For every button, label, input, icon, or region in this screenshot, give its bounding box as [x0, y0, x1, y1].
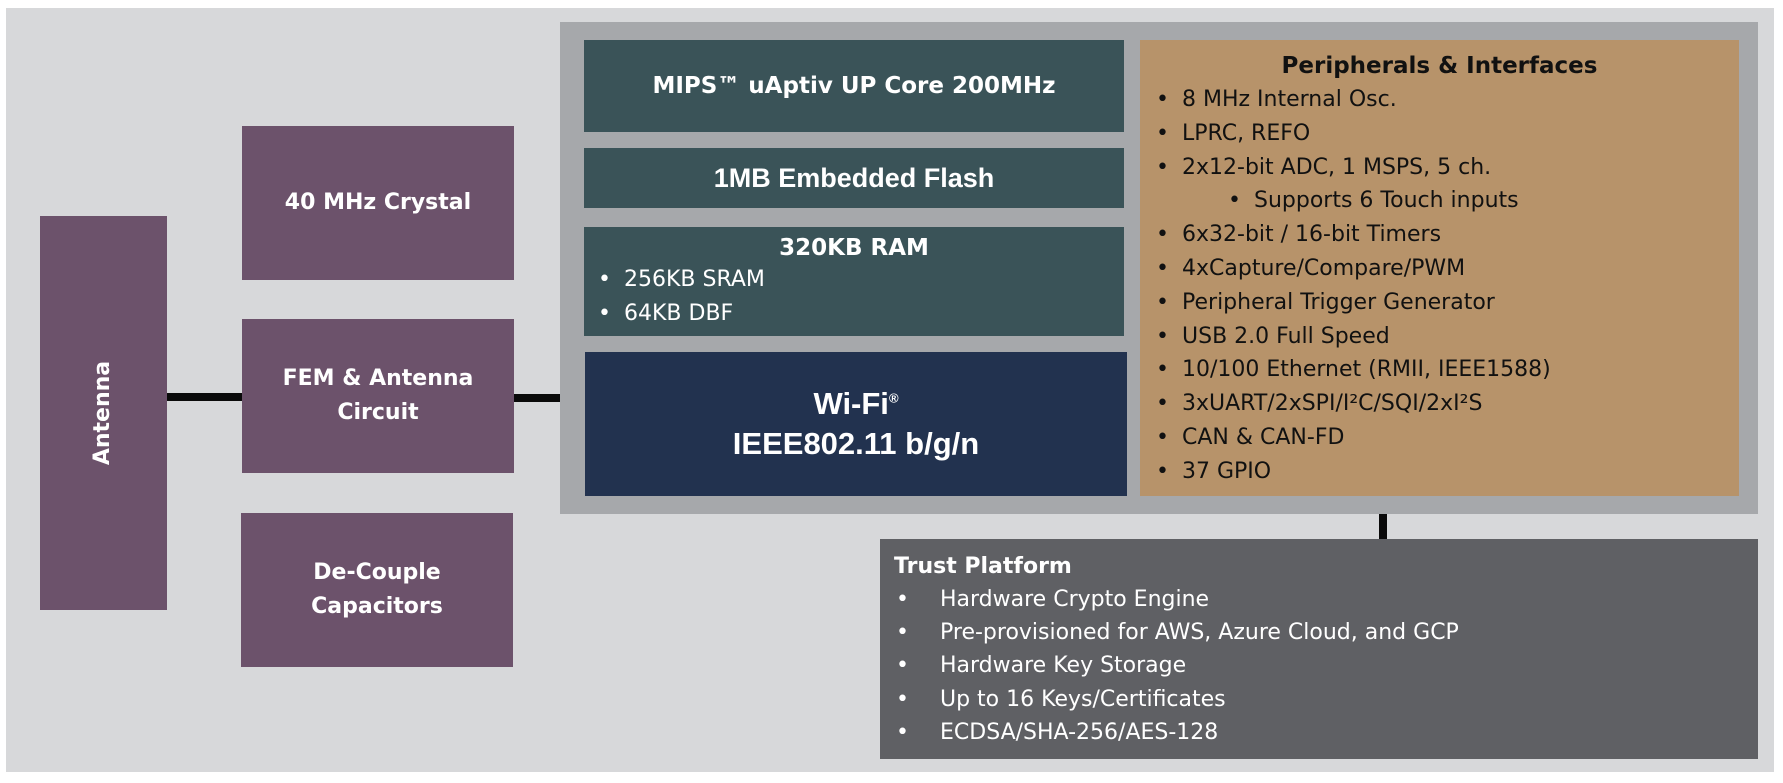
peripheral-subitem: Supports 6 Touch inputs — [1140, 184, 1739, 218]
wifi-title: Wi-Fi® — [813, 384, 898, 424]
trust-item: ECDSA/SHA-256/AES-128 — [880, 716, 1758, 749]
wire-mcu-trust — [1379, 514, 1387, 539]
trust-list: Hardware Crypto Engine Pre-provisioned f… — [880, 583, 1758, 749]
registered-mark: ® — [888, 390, 899, 406]
decouple-label-line1: De-Couple — [313, 560, 441, 585]
ram-title: 320KB RAM — [779, 235, 929, 261]
fem-antenna-circuit-block: FEM & Antenna Circuit — [242, 319, 514, 473]
peripheral-item: CAN & CAN-FD — [1140, 421, 1739, 455]
peripheral-item: 3xUART/2xSPI/I²C/SQI/2xI²S — [1140, 387, 1739, 421]
peripherals-block: Peripherals & Interfaces 8 MHz Internal … — [1140, 40, 1739, 496]
wifi-block: Wi-Fi® IEEE802.11 b/g/n — [585, 352, 1127, 496]
peripheral-item: 6x32-bit / 16-bit Timers — [1140, 218, 1739, 252]
core-block: MIPS™ uAptiv UP Core 200MHz — [584, 40, 1124, 132]
trust-item: Hardware Crypto Engine — [880, 583, 1758, 616]
ram-item: 64KB DBF — [584, 297, 1124, 331]
wire-fem-mcu — [514, 394, 560, 402]
antenna-block: Antenna — [40, 216, 167, 610]
trust-title: Trust Platform — [894, 554, 1072, 579]
peripheral-item: LPRC, REFO — [1140, 117, 1739, 151]
peripherals-title: Peripherals & Interfaces — [1281, 53, 1598, 79]
crystal-block: 40 MHz Crystal — [242, 126, 514, 280]
peripheral-item: USB 2.0 Full Speed — [1140, 320, 1739, 354]
flash-block: 1MB Embedded Flash — [584, 148, 1124, 208]
peripheral-item: 4xCapture/Compare/PWM — [1140, 252, 1739, 286]
fem-label-line1: FEM & Antenna — [282, 366, 474, 391]
decouple-label-line2: Capacitors — [311, 594, 443, 619]
trust-platform-block: Trust Platform Hardware Crypto Engine Pr… — [880, 539, 1758, 759]
ram-list: 256KB SRAM 64KB DBF — [584, 263, 1124, 331]
wifi-standard: IEEE802.11 b/g/n — [732, 426, 980, 461]
crystal-label: 40 MHz Crystal — [284, 190, 472, 215]
peripheral-item: Peripheral Trigger Generator — [1140, 286, 1739, 320]
wire-antenna-fem — [167, 393, 243, 401]
wifi-label: Wi-Fi — [813, 386, 889, 421]
peripherals-list: 8 MHz Internal Osc. LPRC, REFO 2x12-bit … — [1140, 83, 1739, 489]
peripheral-item: 37 GPIO — [1140, 455, 1739, 489]
antenna-label: Antenna — [90, 360, 116, 466]
trust-item: Pre-provisioned for AWS, Azure Cloud, an… — [880, 616, 1758, 649]
trust-item: Hardware Key Storage — [880, 649, 1758, 682]
core-label: MIPS™ uAptiv UP Core 200MHz — [652, 73, 1056, 99]
peripheral-item: 2x12-bit ADC, 1 MSPS, 5 ch. — [1140, 151, 1739, 185]
ram-item: 256KB SRAM — [584, 263, 1124, 297]
fem-label-line2: Circuit — [337, 400, 419, 425]
peripheral-item: 8 MHz Internal Osc. — [1140, 83, 1739, 117]
trust-item: Up to 16 Keys/Certificates — [880, 683, 1758, 716]
peripheral-item: 10/100 Ethernet (RMII, IEEE1588) — [1140, 353, 1739, 387]
ram-block: 320KB RAM 256KB SRAM 64KB DBF — [584, 227, 1124, 336]
flash-label: 1MB Embedded Flash — [713, 162, 995, 193]
decouple-capacitors-block: De-Couple Capacitors — [241, 513, 513, 667]
